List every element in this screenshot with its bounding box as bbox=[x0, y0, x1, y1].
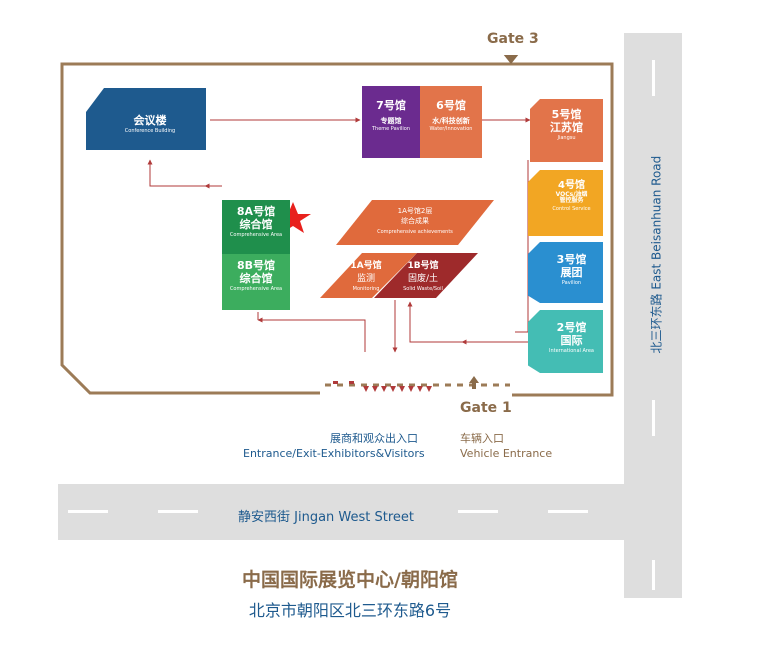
hall-2-tab bbox=[528, 310, 540, 373]
vehicle-arrow bbox=[469, 376, 479, 389]
hall-8b[interactable]: 8B号馆 综合馆 Comprehensive Area bbox=[222, 254, 290, 310]
hall-8a[interactable]: 8A号馆 综合馆 Comprehensive Area bbox=[222, 200, 290, 254]
hall-3[interactable]: 3号馆 展团 Pavilion bbox=[540, 242, 603, 303]
vehicle-entrance-cn: 车辆入口 bbox=[460, 432, 504, 445]
entrance-arrows bbox=[333, 381, 432, 392]
hall-1a-label[interactable]: 1A号馆 监测 Monitoring bbox=[350, 261, 382, 292]
hall-6[interactable]: 6号馆 水/科技创新 Water/Innovation bbox=[420, 86, 482, 158]
visitor-entrance-en: Entrance/Exit-Exhibitors&Visitors bbox=[243, 447, 425, 460]
visitor-entrance-cn: 展商和观众出入口 bbox=[330, 432, 418, 445]
conference-label: 会议楼 Conference Building bbox=[124, 114, 176, 134]
hall-5[interactable]: 5号馆 江苏馆 Jiangsu bbox=[530, 99, 603, 162]
hall-3-tab bbox=[528, 242, 540, 303]
street-label: 静安西街 Jingan West Street bbox=[238, 510, 415, 525]
hall-2[interactable]: 2号馆 国际 International Area bbox=[540, 310, 603, 373]
conference-building[interactable] bbox=[86, 88, 206, 150]
east-road-label: 北三环东路 East Beisanhuan Road bbox=[649, 155, 664, 354]
gate-1-label: Gate 1 bbox=[460, 400, 512, 416]
hall-7[interactable]: 7号馆 专题馆 Theme Pavilion bbox=[362, 86, 420, 158]
hall-1a2-label[interactable]: 1A号馆2层 综合成果 Comprehensive achievements bbox=[377, 207, 453, 235]
hall-1a2-shape bbox=[336, 200, 494, 245]
site-boundary bbox=[60, 62, 614, 397]
hall-4-tab bbox=[528, 170, 540, 236]
hall-1b-shape bbox=[374, 253, 478, 298]
venue-title: 中国国际展览中心/朝阳馆 bbox=[242, 569, 458, 591]
gate3-marker bbox=[503, 54, 519, 64]
hall-1a-shape bbox=[320, 253, 417, 298]
venue-address: 北京市朝阳区北三环东路6号 bbox=[248, 601, 452, 620]
up-arrows bbox=[363, 386, 432, 392]
hall-4[interactable]: 4号馆 VOCs/油烟 管控服务 Control Service bbox=[540, 170, 603, 236]
gate-3-label: Gate 3 bbox=[487, 31, 539, 47]
hall-1b-label[interactable]: 1B号馆 固废/土 Solid Waste/Soil bbox=[403, 261, 443, 292]
vehicle-entrance-en: Vehicle Entrance bbox=[460, 447, 553, 460]
star-marker bbox=[275, 202, 311, 233]
